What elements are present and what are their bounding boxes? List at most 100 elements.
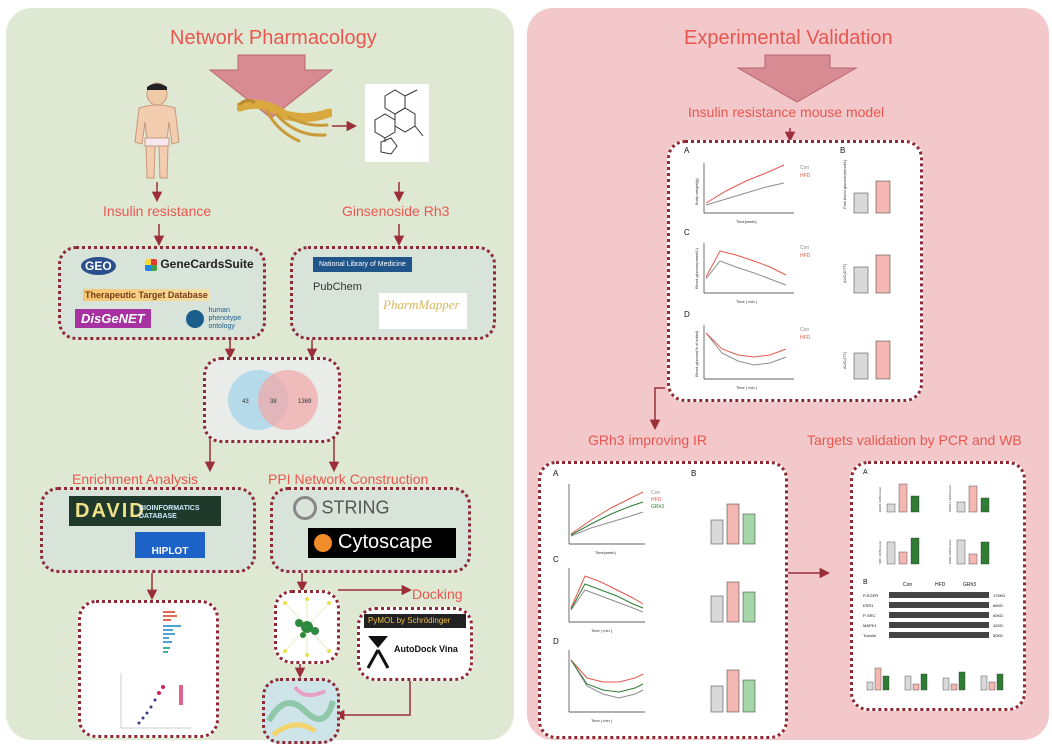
pcr-wb-charts: A EGFR mRNA level MAPK1 mRNA level SRC m… (863, 469, 1005, 691)
insulin-resistance-label: Insulin resistance (103, 203, 212, 219)
wb-size-66: 66KD (993, 603, 1003, 608)
fig2-xlabel-week: Time(week) (595, 550, 616, 555)
ginseng-root-icon (237, 98, 332, 143)
ppi-network-label: PPI Network Construction (268, 471, 429, 487)
fig2-label-d: D (553, 637, 559, 646)
nlm-logo: National Library of Medicine (313, 257, 412, 272)
network-pharmacology-title: Network Pharmacology (170, 27, 377, 49)
mouse-model-label: Insulin resistance mouse model (688, 104, 885, 120)
big-arrow-left (208, 54, 334, 119)
wb-group-hfd: HFD (935, 582, 946, 588)
fig1c-legend-hfd: HFD (800, 253, 811, 259)
fig2-label-a: A (553, 469, 559, 478)
ppi-tools-box: STRING Cytoscape (270, 487, 471, 573)
fig1-label-b: B (840, 146, 845, 155)
fig1c-xlabel: Time ( min ) (736, 299, 758, 304)
human-body-icon (134, 82, 180, 179)
ttd-logo: Therapeutic Target Database (83, 289, 210, 301)
mouse-model-charts: A Con HFD Time(week) Body weight(g) B Fa… (684, 146, 891, 390)
pubchem-logo: PubChem (313, 281, 362, 293)
enrichment-results-box (78, 600, 219, 738)
pharmmapper-logo: PharmMapper (379, 293, 467, 329)
fig1d-ylabel-auc: AUC(ITT) (842, 351, 847, 369)
fig1d-legend-con: Con (800, 327, 809, 333)
fig1c-ylabel: Blood glucose(mmol/L) (694, 247, 699, 289)
wb-size-60: 60KD (993, 613, 1003, 618)
hpo-label: human phenotype ontology (208, 307, 242, 330)
cytoscape-icon (314, 534, 332, 552)
david-sublabel: BIOINFORMATICS DATABASE (139, 505, 200, 520)
fig1-label-c: C (684, 228, 690, 237)
enrichment-analysis-label: Enrichment Analysis (72, 471, 199, 487)
david-label: DAVID (75, 500, 146, 522)
genecards-icon (145, 258, 157, 271)
pymol-logo: PyMOL by Schrödinger (364, 614, 466, 628)
pcr-ylabel-egfr: EGFR mRNA level (878, 487, 882, 512)
compound-database-box: National Library of Medicine PubChem Pha… (290, 246, 496, 340)
fig1-ylabel-bw: Body weight(g) (694, 178, 699, 205)
targets-validation-label: Targets validation by PCR and WB (807, 432, 1022, 448)
pcr-ylabel-mapk1: MAPK1 mRNA level (948, 485, 952, 512)
enrichment-plots (120, 611, 191, 729)
fig1c-legend-con: Con (800, 245, 809, 251)
fig1-xlabel-week: Time(week) (736, 219, 757, 224)
fig3-label-a: A (863, 469, 868, 476)
wb-size-175: 175KD (993, 593, 1005, 598)
wb-protein-pegfr: P-EGFR (863, 593, 878, 598)
autodock-label: AutoDock Vina (394, 644, 458, 654)
experimental-validation-title: Experimental Validation (684, 27, 893, 49)
genecards-logo: GeneCardsSuite (145, 257, 254, 271)
fig1-ylabel-fbg: Fast blood glucose(mmol/L) (842, 159, 847, 209)
ppi-network-box (274, 590, 340, 664)
grh3-charts: A Con HFD GRh3 Time(week) B C Time ( min… (553, 469, 756, 723)
grh3-improving-label: GRh3 improving IR (588, 432, 708, 448)
fig2c-xlabel: Time ( min ) (591, 628, 613, 633)
docking-result-box (262, 678, 340, 744)
hiplot-logo: HIPLOT (135, 532, 205, 558)
david-logo: DAVID BIOINFORMATICS DATABASE (69, 496, 221, 526)
ginsenoside-structure (365, 84, 429, 162)
cytoscape-logo: Cytoscape (308, 528, 456, 558)
wb-group-con: Con (903, 582, 912, 588)
fig2-legend-hfd: HFD (651, 497, 662, 503)
autodock-logo: AutoDock Vina (364, 634, 466, 672)
fig1-label-a: A (684, 146, 690, 155)
fig1-label-d: D (684, 310, 690, 319)
venn-right-count: 1369 (298, 399, 312, 405)
wb-protein-psrc: P-SRC (863, 613, 876, 618)
venn-left-count: 43 (242, 399, 249, 405)
string-icon (293, 496, 317, 520)
fig2-legend-con: Con (651, 490, 660, 496)
ginsenoside-label: Ginsenoside Rh3 (342, 203, 450, 219)
fig2-label-c: C (553, 555, 559, 564)
string-label: STRING (321, 497, 390, 518)
fig1d-xlabel: Time ( min ) (736, 385, 758, 390)
hpo-icon (186, 310, 204, 328)
docking-tools-box: PyMOL by Schrödinger AutoDock Vina (357, 607, 473, 681)
cytoscape-label: Cytoscape (338, 531, 433, 553)
pcr-ylabel-esr1: ESR1 mRNA level (948, 539, 952, 564)
grh3-figure: A Con HFD GRh3 Time(week) B C Time ( min… (538, 461, 788, 739)
wb-protein-tubulin: Tubulin (863, 633, 876, 638)
wb-size-42: 42KD (993, 623, 1003, 628)
protein-ligand-render (266, 685, 336, 737)
pcr-ylabel-src: SRC mRNA level (878, 541, 882, 564)
wb-group-grh3: GRh3 (963, 582, 976, 588)
fig2-label-b: B (691, 469, 696, 478)
disease-database-box: GEO GeneCardsSuite Therapeutic Target Da… (58, 246, 266, 340)
hpo-logo: human phenotype ontology (186, 307, 260, 331)
mouse-model-figure: A Con HFD Time(week) Body weight(g) B Fa… (667, 140, 923, 402)
fig2-legend-grh3: GRh3 (651, 504, 664, 510)
ppi-network-graph (283, 597, 331, 657)
big-arrow-right (736, 54, 858, 103)
venn-box: 43 38 1369 (203, 357, 341, 443)
enrichment-tools-box: DAVID BIOINFORMATICS DATABASE HIPLOT (40, 487, 256, 573)
fig1-legend-con: Con (800, 165, 809, 171)
fig1c-ylabel-auc: AUC(GTT) (842, 263, 847, 283)
wb-protein-mapk1: MAPK1 (863, 623, 877, 628)
autodock-icon (366, 636, 390, 669)
venn-overlap-count: 38 (270, 399, 277, 405)
string-logo: STRING (293, 496, 389, 520)
fig3-label-b: B (863, 579, 868, 586)
